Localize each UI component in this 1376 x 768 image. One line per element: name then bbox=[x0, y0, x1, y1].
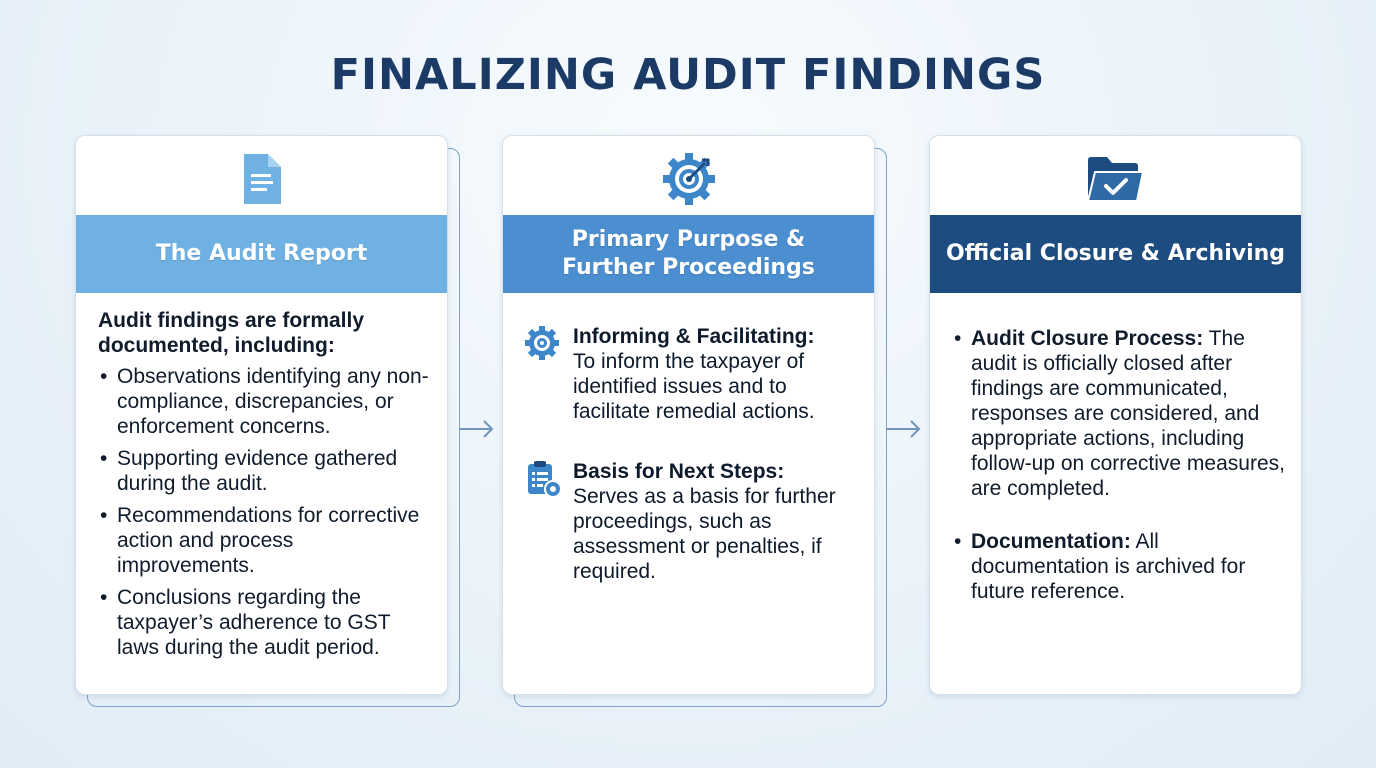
folder-check-icon bbox=[930, 150, 1301, 208]
list-item: Audit Closure Process: The audit is offi… bbox=[952, 326, 1292, 501]
gear-target-icon bbox=[525, 326, 559, 360]
list-item: Supporting evidence gathered during the … bbox=[98, 446, 433, 496]
arrow-right-icon bbox=[886, 420, 921, 438]
card-heading: Primary Purpose & Further Proceedings bbox=[503, 215, 874, 293]
item-title: Informing & Facilitating: bbox=[573, 325, 815, 348]
card-audit-report: The Audit Report Audit findings are form… bbox=[75, 135, 448, 695]
item-text: The audit is officially closed after fin… bbox=[971, 327, 1285, 500]
card-primary-purpose: Primary Purpose & Further Proceedings In… bbox=[502, 135, 875, 695]
intro-text: Audit findings are formally documented, … bbox=[98, 309, 365, 357]
item-text: All documentation is archived for future… bbox=[971, 530, 1246, 603]
item-title: Documentation: bbox=[971, 530, 1131, 553]
list-item: Documentation: All documentation is arch… bbox=[952, 529, 1292, 604]
list-item: Conclusions regarding the taxpayer’s adh… bbox=[98, 585, 433, 660]
item-text: To inform the taxpayer of identified iss… bbox=[573, 350, 815, 423]
list-item: Observations identifying any non-complia… bbox=[98, 364, 433, 439]
item-title: Basis for Next Steps: bbox=[573, 460, 785, 483]
card-heading-line: Further Proceedings bbox=[562, 255, 815, 280]
arrow-right-icon bbox=[459, 420, 494, 438]
item-title: Audit Closure Process: bbox=[971, 327, 1204, 350]
list-item: Recommendations for corrective action an… bbox=[98, 503, 433, 578]
card-heading: Official Closure & Archiving bbox=[930, 215, 1301, 293]
card-body: Audit Closure Process: The audit is offi… bbox=[952, 326, 1292, 611]
clipboard-gear-icon bbox=[528, 461, 562, 498]
card-official-closure: Official Closure & Archiving Audit Closu… bbox=[929, 135, 1302, 695]
page-title: FINALIZING AUDIT FINDINGS bbox=[330, 50, 1046, 100]
card-heading-line: Primary Purpose & bbox=[571, 227, 806, 252]
document-icon bbox=[76, 150, 447, 208]
item-text: Serves as a basis for further proceeding… bbox=[573, 485, 836, 583]
card-body: Audit findings are formally documented, … bbox=[98, 308, 433, 667]
card-heading: The Audit Report bbox=[76, 215, 447, 293]
target-gear-icon bbox=[503, 150, 874, 208]
